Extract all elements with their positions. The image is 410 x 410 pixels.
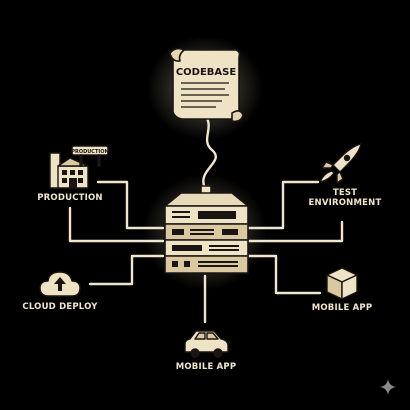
production-label: PRODUCTION: [37, 193, 103, 203]
line-mobile-right: [246, 254, 322, 295]
cloud-upload-icon: [39, 271, 81, 297]
server-stack-icon: [164, 185, 249, 274]
line-production: [96, 180, 165, 230]
connector-lines: [68, 113, 344, 324]
sparkle-icon: [380, 379, 396, 395]
codebase-label: CODEBASE: [176, 67, 237, 78]
codebase-cable: [202, 113, 217, 190]
mobile-app-bottom-label: MOBILE APP: [175, 362, 237, 372]
mobile-app-right-label: MOBILE APP: [311, 303, 373, 313]
test-environment-label-line2: ENVIRONMENT: [308, 198, 382, 208]
rocket-icon: [319, 143, 362, 184]
line-test-2: [246, 220, 344, 243]
test-environment-label: TEST ENVIRONMENT: [305, 188, 385, 208]
line-production-2: [68, 206, 165, 243]
cloud-deploy-label: CLOUD DEPLOY: [22, 302, 98, 312]
codebase-scroll-icon: [169, 47, 244, 123]
production-sign-text: PRODUCTION: [71, 149, 108, 155]
car-icon: [184, 330, 229, 358]
box-icon: [326, 267, 358, 300]
test-environment-label-line1: TEST: [332, 188, 358, 198]
line-test: [246, 180, 320, 230]
factory-icon: [49, 145, 109, 189]
line-cloud: [88, 254, 165, 286]
